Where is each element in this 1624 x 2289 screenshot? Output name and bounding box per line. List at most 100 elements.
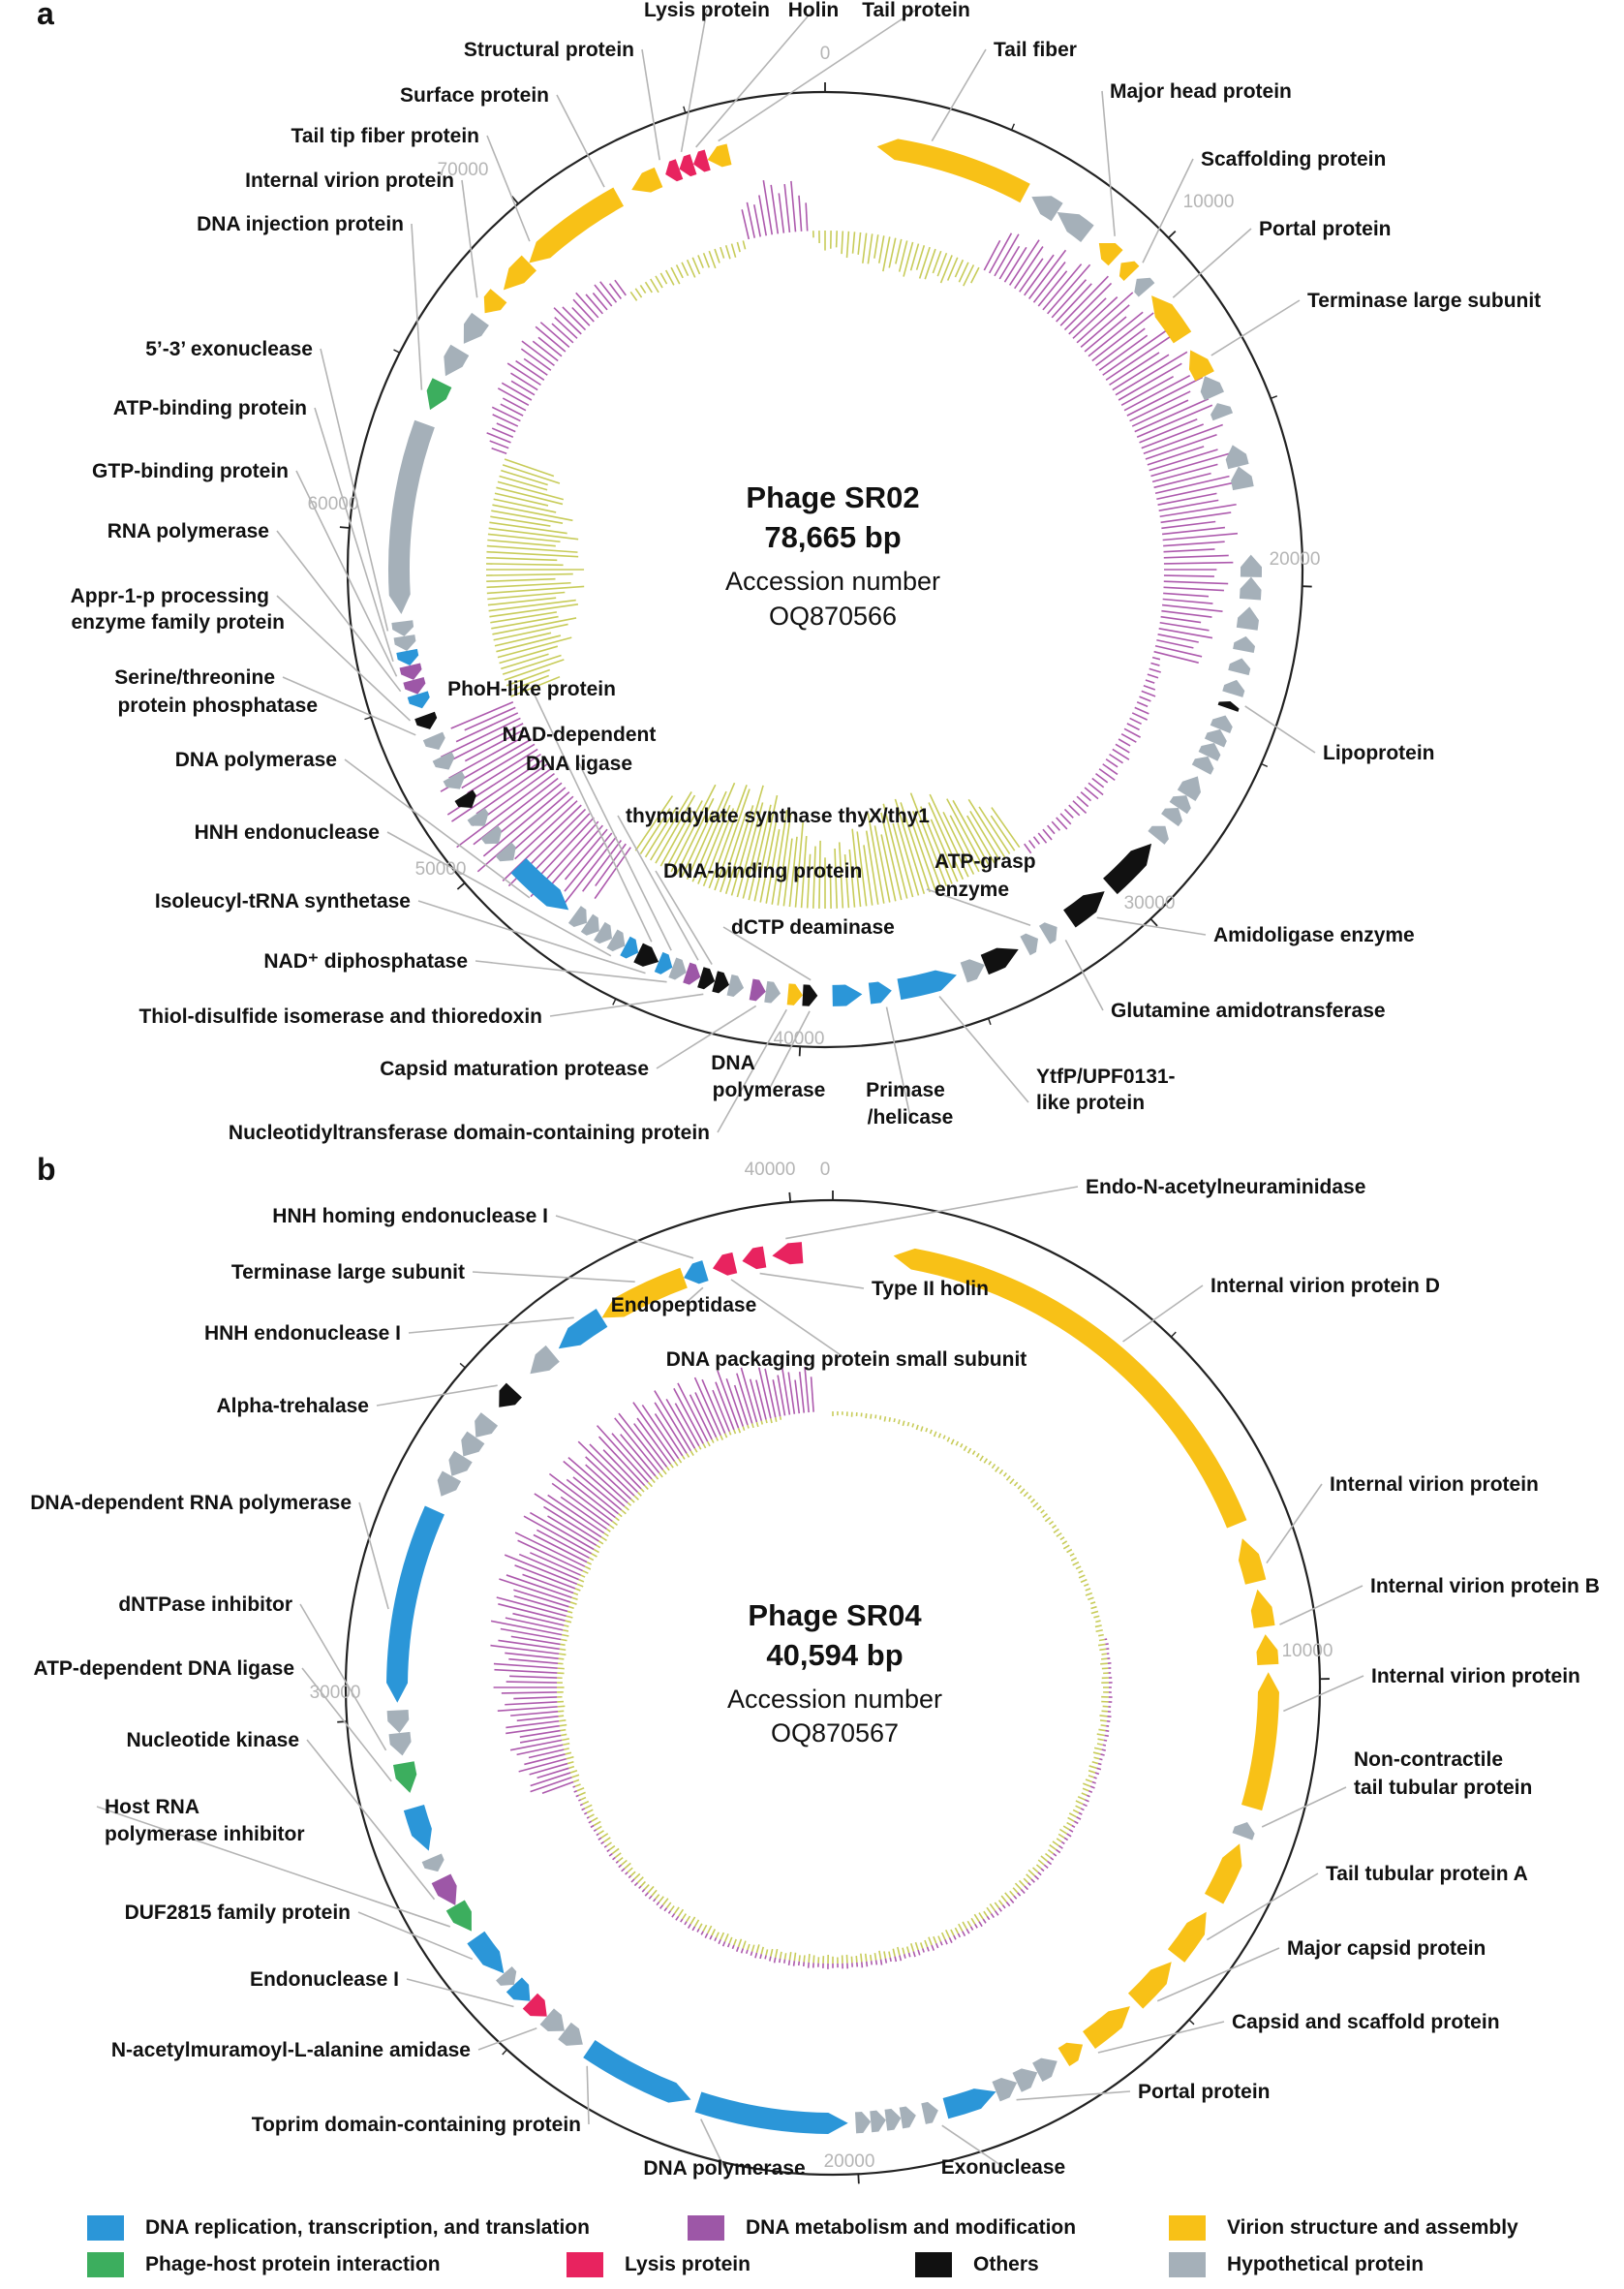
gc-skew-bar <box>790 180 797 232</box>
gc-skew-bar <box>1101 1748 1106 1751</box>
gc-skew-bar <box>505 1652 559 1660</box>
gc-skew-bar <box>627 1867 633 1873</box>
gc-skew-bar <box>630 1871 636 1876</box>
center-title-sr04: Phage SR04 40,594 bp Accession number OQ… <box>727 1598 942 1748</box>
gene-label: Non-contractile <box>1354 1748 1503 1771</box>
gene-arrow <box>432 752 455 770</box>
label-leader-line <box>314 407 394 663</box>
gc-skew-bar <box>702 1924 708 1933</box>
gene-label: Internal virion protein D <box>1210 1275 1440 1297</box>
gene-label: NAD-dependent <box>503 724 657 746</box>
gc-skew-bar <box>1082 1803 1088 1808</box>
gc-skew-bar <box>806 853 812 909</box>
gc-skew-bar <box>504 1554 578 1585</box>
gc-skew-bar <box>720 246 725 259</box>
gc-skew-bar <box>708 785 748 889</box>
tick-label: 70000 <box>438 160 489 180</box>
gc-skew-bar <box>760 1946 764 1955</box>
gc-skew-bar <box>1147 446 1205 466</box>
gene-arrow <box>386 1709 410 1734</box>
gene-arrow <box>631 167 663 193</box>
gc-skew-bar <box>952 799 991 867</box>
gc-skew-bar <box>534 1493 602 1538</box>
gc-skew-bar <box>759 820 778 903</box>
gc-skew-bar <box>650 278 659 294</box>
gc-skew-bar <box>862 232 868 263</box>
gc-skew-bar <box>1085 1588 1091 1592</box>
gc-skew-bar <box>1101 1710 1108 1713</box>
gc-skew-bar <box>519 1734 562 1744</box>
label-leader-line <box>617 815 699 961</box>
gc-skew-bar <box>591 1553 598 1558</box>
gc-skew-bar <box>1129 390 1191 422</box>
gc-skew-bar <box>618 1513 623 1518</box>
gc-skew-bar <box>737 1427 742 1434</box>
gc-skew-bar <box>491 510 564 525</box>
gc-skew-bar <box>603 1844 608 1848</box>
gc-skew-bar <box>788 1951 792 1961</box>
gc-skew-bar <box>541 1780 574 1794</box>
gc-skew-bar <box>1059 275 1109 326</box>
gc-skew-bar <box>618 1864 623 1869</box>
gc-skew-bar <box>529 1511 595 1551</box>
gc-skew-bar <box>514 800 578 860</box>
gc-skew-bar <box>1051 279 1088 319</box>
gene-arrow <box>393 1761 417 1793</box>
gc-skew-bar <box>499 475 548 491</box>
gc-skew-bar <box>930 819 959 882</box>
gc-skew-bar <box>1154 644 1203 658</box>
gc-skew-bar <box>855 1956 858 1963</box>
gene-label: enzyme <box>935 879 1009 901</box>
gene-arrow <box>1063 891 1105 928</box>
gene-arrow <box>1241 1672 1279 1811</box>
gc-skew-bar <box>736 802 764 898</box>
legend-label: Others <box>973 2253 1039 2275</box>
gc-skew-bar <box>869 1954 873 1962</box>
gc-skew-bar <box>1085 1592 1093 1596</box>
gc-skew-bar <box>879 1959 883 1965</box>
gc-skew-bar <box>595 843 627 887</box>
gc-skew-bar <box>606 1841 612 1847</box>
gc-skew-bar <box>1004 1892 1011 1900</box>
gc-skew-bar <box>686 790 727 881</box>
gc-skew-bar <box>1088 1765 1097 1770</box>
gc-skew-bar <box>788 836 798 908</box>
gc-skew-bar <box>1070 1557 1078 1562</box>
gc-skew-bar <box>589 1443 639 1494</box>
gc-skew-bar <box>1026 1881 1031 1886</box>
gc-skew-bar <box>629 291 638 301</box>
gc-skew-bar <box>1076 1816 1082 1820</box>
gc-skew-bar <box>523 1515 593 1555</box>
gene-arrow <box>496 1966 517 1986</box>
gc-skew-bar <box>1056 283 1092 323</box>
label-leader-line <box>578 762 672 951</box>
gc-skew-bar <box>988 232 1013 274</box>
gc-skew-bar <box>735 1946 740 1953</box>
gc-skew-bar <box>1009 1890 1015 1897</box>
gc-skew-bar <box>677 1382 709 1442</box>
minor-tick <box>502 2049 507 2056</box>
gc-skew-bar <box>606 1528 611 1532</box>
gc-skew-bar <box>1099 1719 1107 1722</box>
gc-skew-bar <box>655 275 663 289</box>
gc-skew-bar <box>1118 362 1182 401</box>
gc-skew-bar <box>611 1520 618 1526</box>
gc-skew-bar <box>933 1431 937 1438</box>
gene-label: Scaffolding protein <box>1201 148 1386 170</box>
gc-skew-bar <box>1008 239 1040 286</box>
gc-skew-bar <box>939 1941 943 1946</box>
gene-label: Serine/threonine <box>114 666 275 689</box>
gc-skew-bar <box>777 1375 786 1416</box>
gc-skew-bar <box>974 1923 978 1929</box>
gc-skew-bar <box>489 603 579 618</box>
gene-arrow <box>1228 658 1251 676</box>
gc-skew-bar <box>593 1548 599 1554</box>
gene-arrow <box>522 1993 547 2017</box>
gene-label: RNA polymerase <box>107 520 269 542</box>
gc-skew-bar <box>755 1421 759 1428</box>
gc-skew-bar <box>1018 1879 1026 1887</box>
gc-skew-bar <box>1056 1531 1062 1537</box>
gc-skew-bar <box>978 1921 983 1928</box>
tick-label: 30000 <box>1124 893 1176 913</box>
gc-skew-bar <box>456 772 555 849</box>
